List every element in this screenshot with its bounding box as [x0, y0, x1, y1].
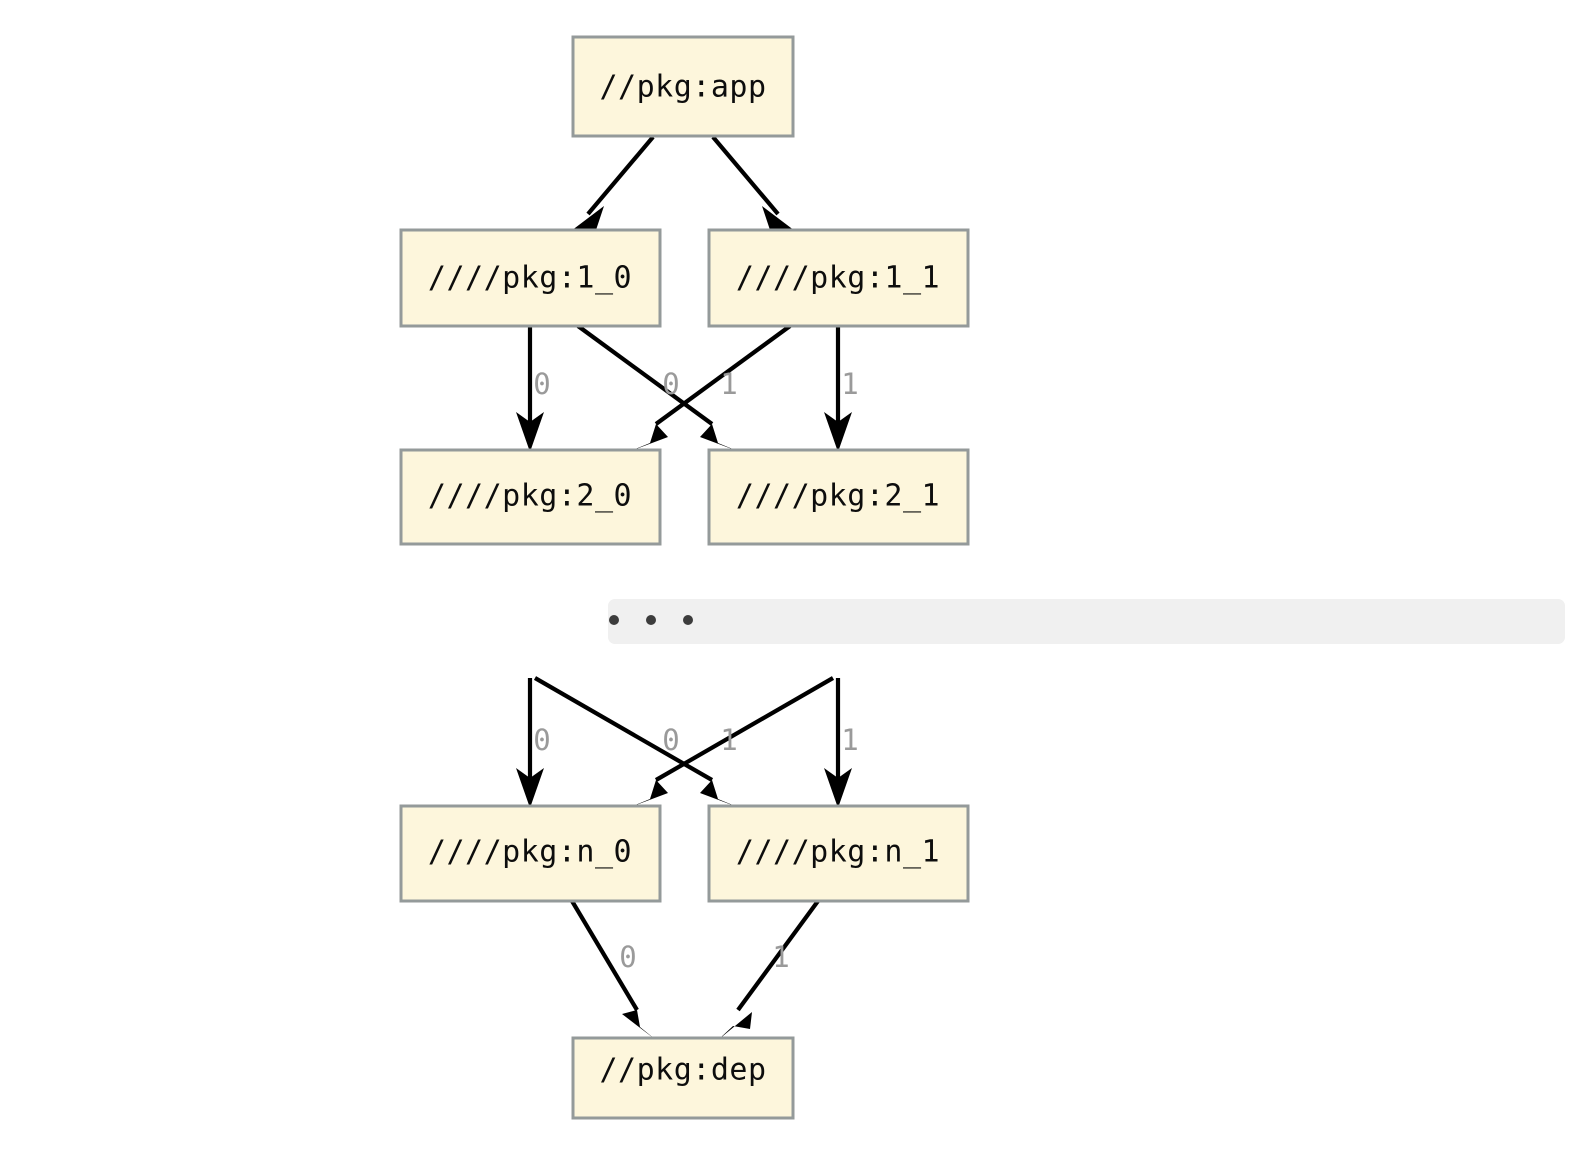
node-box[interactable] — [399, 228, 662, 328]
node-label: //pkg:dep — [599, 1053, 766, 1088]
arrowhead-icon — [700, 780, 740, 808]
arrowhead-icon — [718, 1012, 752, 1040]
edge-label-hidden-1-to-n-1: 1 — [841, 723, 858, 757]
node-label: ////pkg:1_0 — [428, 261, 632, 296]
edge-line — [654, 676, 835, 782]
ellipsis-band — [608, 599, 1565, 644]
node-box[interactable] — [707, 448, 970, 546]
edge-hidden-0-to-pkg-n-1: 0 — [533, 676, 740, 808]
edge-label-1-1-to-2-1: 1 — [841, 367, 858, 401]
edge-label-1-1-to-2-0: 1 — [720, 367, 737, 401]
node-box[interactable] — [399, 804, 662, 903]
edge-line — [570, 899, 639, 1012]
edge-label-1-0-to-2-0: 0 — [533, 367, 550, 401]
edge-label-n-0-to-dep: 0 — [619, 940, 636, 974]
arrowhead-icon — [824, 768, 852, 808]
edge-hidden-1-to-pkg-n-0: 1 — [628, 676, 835, 808]
arrowhead-icon — [622, 1010, 656, 1040]
node-pkg-n-1[interactable]: ////pkg:n_1 — [707, 804, 970, 903]
node-box[interactable] — [571, 35, 795, 138]
node-pkg-2-0[interactable]: ////pkg:2_0 — [399, 448, 662, 546]
edge-label-hidden-1-to-n-0: 1 — [720, 723, 737, 757]
edge-line — [576, 324, 714, 426]
node-pkg-app[interactable]: //pkg:app — [571, 35, 795, 138]
node-box[interactable] — [707, 228, 970, 328]
node-label: ////pkg:n_1 — [736, 835, 940, 870]
arrowhead-icon — [516, 412, 544, 452]
edge-pkg-n-1-to-dep: 1 — [718, 899, 820, 1040]
node-box[interactable] — [399, 448, 662, 546]
ellipsis-dot-3 — [683, 615, 693, 625]
edge-label-1-0-to-2-1: 0 — [662, 367, 679, 401]
edge-line — [736, 899, 820, 1012]
node-pkg-dep[interactable]: //pkg:dep — [571, 1036, 795, 1120]
edge-label-hidden-0-to-n-0: 0 — [533, 723, 550, 757]
ellipsis-dot-2 — [646, 615, 656, 625]
node-pkg-1-1[interactable]: ////pkg:1_1 — [707, 228, 970, 328]
edge-label-hidden-0-to-n-1: 0 — [662, 723, 679, 757]
node-pkg-n-0[interactable]: ////pkg:n_0 — [399, 804, 662, 903]
edge-app-to-pkg-1-1 — [711, 135, 799, 234]
edge-pkg-n-0-to-dep: 0 — [570, 899, 656, 1040]
edge-pkg-1-1-to-pkg-2-0: 1 — [628, 324, 792, 452]
arrowhead-icon — [628, 780, 668, 808]
node-box[interactable] — [707, 804, 970, 903]
arrowhead-icon — [824, 412, 852, 452]
edge-label-n-1-to-dep: 1 — [772, 940, 789, 974]
node-label: ////pkg:n_0 — [428, 835, 632, 870]
arrowhead-icon — [628, 424, 668, 452]
node-label: ////pkg:2_0 — [428, 479, 632, 514]
edge-hidden-1-to-pkg-n-1: 1 — [824, 678, 859, 808]
edge-line — [586, 135, 655, 216]
node-box[interactable] — [571, 1036, 795, 1120]
ellipsis-band-group — [608, 599, 1565, 644]
ellipsis-dot-1 — [609, 615, 619, 625]
node-label: ////pkg:1_1 — [736, 261, 940, 296]
node-label: ////pkg:2_1 — [736, 479, 940, 514]
arrowhead-icon — [762, 206, 799, 234]
edge-app-to-pkg-1-0 — [567, 135, 655, 234]
node-pkg-1-0[interactable]: ////pkg:1_0 — [399, 228, 662, 328]
edge-pkg-1-0-to-pkg-2-0: 0 — [516, 326, 551, 452]
arrowhead-icon — [700, 424, 740, 452]
edge-pkg-1-1-to-pkg-2-1: 1 — [824, 326, 859, 452]
edge-hidden-0-to-pkg-n-0: 0 — [516, 678, 551, 808]
edge-pkg-1-0-to-pkg-2-1: 0 — [576, 324, 740, 452]
arrowhead-icon — [516, 768, 544, 808]
node-pkg-2-1[interactable]: ////pkg:2_1 — [707, 448, 970, 546]
edge-line — [711, 135, 780, 216]
edge-line — [654, 324, 792, 426]
node-label: //pkg:app — [599, 70, 766, 105]
arrowhead-icon — [567, 206, 604, 234]
